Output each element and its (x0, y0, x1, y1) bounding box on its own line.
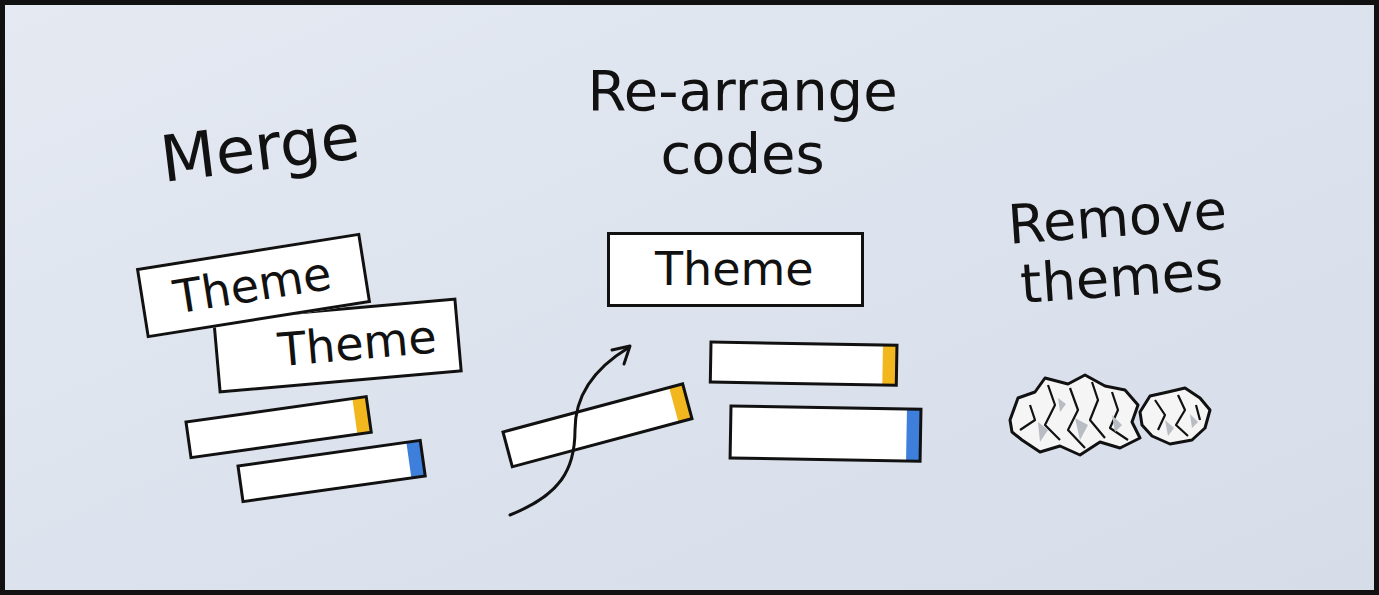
strip-tag-yellow (882, 345, 897, 385)
paper-ball (1010, 375, 1140, 455)
code-strip (186, 397, 371, 458)
strip-body (730, 406, 921, 461)
code-strip (730, 406, 921, 461)
strip-outline (186, 397, 371, 458)
theme-card: Theme (607, 232, 864, 307)
paper-shadow (1165, 414, 1198, 436)
step-heading: Re-arrange codes (570, 60, 915, 185)
code-strip (238, 440, 425, 501)
panel-frame (3, 3, 1377, 593)
strip-outline (730, 406, 921, 461)
paper-shadow (1038, 398, 1122, 442)
code-strip (710, 342, 897, 385)
code-strip (503, 384, 692, 467)
strip-body (186, 397, 371, 458)
strip-body (238, 440, 425, 501)
strip-body (710, 342, 897, 385)
strip-outline (238, 440, 425, 501)
paper-crease (1020, 382, 1128, 448)
theme-text: Theme (655, 243, 816, 296)
strip-outline (710, 342, 897, 385)
strip-body (503, 384, 692, 467)
step-heading: Remove themes (978, 179, 1261, 319)
paper-ball (1140, 388, 1210, 444)
paper-crease (1155, 395, 1200, 436)
crumpled-paper (1010, 375, 1210, 455)
arrow-head (612, 346, 630, 364)
theme-text: Theme (276, 310, 441, 377)
move-arrow (510, 348, 628, 515)
strip-outline (503, 384, 692, 467)
